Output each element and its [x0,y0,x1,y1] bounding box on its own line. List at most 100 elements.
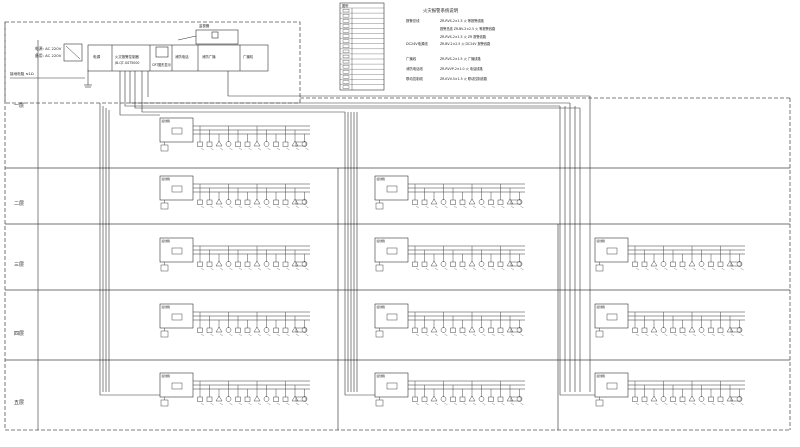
inner-module [386,382,398,390]
device-symbol [488,199,494,205]
device-symbol [430,326,438,333]
legend-symbol [342,65,350,69]
device-tag [444,267,448,271]
module-label: 接线箱 [162,177,171,181]
device-tag [740,402,744,406]
device-tag [210,402,214,406]
device-symbol [421,396,428,402]
device-tag [434,267,439,271]
device-tag [463,402,467,406]
device-tag [248,402,252,406]
device-tag [635,333,640,337]
end-resistor [510,327,522,333]
device-tag [295,333,300,337]
end-resistor [295,396,307,402]
device-symbol [459,327,466,333]
floor-module: 接线箱 [159,372,310,407]
inner-module [386,185,398,193]
device-tag [711,402,716,406]
legend-symbol [342,54,350,59]
device-symbol [421,199,428,205]
device-symbol [632,261,638,267]
legend-rows [340,7,384,89]
device-symbol [273,327,279,333]
device-tag [453,402,458,406]
device-tag [276,267,281,271]
notes-row-line: ZR-RVS-2×1.5 火 等报警线路 [440,18,485,23]
device-tag [635,402,640,406]
floor-module: 接线箱 [594,237,745,272]
device-tag [510,267,515,271]
device-tag [482,205,486,209]
device-tag [257,402,262,406]
device-symbol [468,198,476,205]
device-symbol [726,326,734,333]
module-label: 接线箱 [597,239,606,243]
device-symbol [412,327,418,333]
floor-labels: 一层 二层 三层 四层 五层 [14,103,24,406]
device-tag [434,333,439,337]
device-symbol [717,396,724,402]
legend-symbol [342,9,350,13]
device-symbol [282,396,289,402]
device-symbol [206,141,213,147]
device-symbol [717,327,724,333]
module-label: 接线箱 [597,374,606,378]
device-tag [444,402,448,406]
floor-label: 五层 [14,400,24,406]
device-tag [645,267,649,271]
device-symbol [516,261,523,267]
device-symbol [244,199,251,205]
device-symbol [225,396,232,402]
device-tag [286,147,290,151]
device-symbol [459,396,466,402]
device-symbol [440,396,447,402]
device-tag [305,402,309,406]
device-tag [248,147,252,151]
local-panel [375,399,384,407]
device-tag [276,333,281,337]
device-tag [434,402,439,406]
device-tag [510,402,515,406]
inner-module [171,313,183,321]
inner-module [386,313,398,321]
control-room [87,29,269,72]
local-panel [375,264,384,272]
device-tag [444,205,448,209]
inner-module [171,127,183,135]
device-symbol [421,261,428,267]
device-symbol [225,141,232,147]
device-symbol [253,395,261,402]
device-symbol [430,198,438,205]
notes-row-label: 消防电话线 [406,66,424,71]
device-tag [520,333,524,337]
device-symbol [206,396,213,402]
power-supply: 电源: AC 220V 备用: AC 220V 接地电阻 ≤1Ω [10,43,92,88]
device-symbol [235,199,241,205]
inner-module [171,185,183,193]
legend-symbol [342,39,350,43]
device-symbol [708,396,714,402]
device-symbol [478,261,485,267]
device-symbol [488,261,494,267]
device-tag [673,267,678,271]
device-tag [276,402,281,406]
device-tag [305,205,309,209]
device-symbol [253,326,261,333]
device-symbol [215,326,223,333]
local-panel [160,202,169,210]
floor-label: 三层 [14,262,24,268]
device-symbol [641,327,648,333]
module-label: 接线箱 [162,374,171,378]
device-tag [219,402,224,406]
device-symbol [468,260,476,267]
ground-note: 接地电阻 ≤1Ω [10,71,34,76]
local-panel [375,330,384,338]
end-resistor [730,396,742,402]
device-symbol [679,261,686,267]
notes-title: 火灾报警系统说明 [423,7,459,14]
device-tag [683,267,687,271]
device-symbol [282,141,289,147]
device-tag [257,267,262,271]
